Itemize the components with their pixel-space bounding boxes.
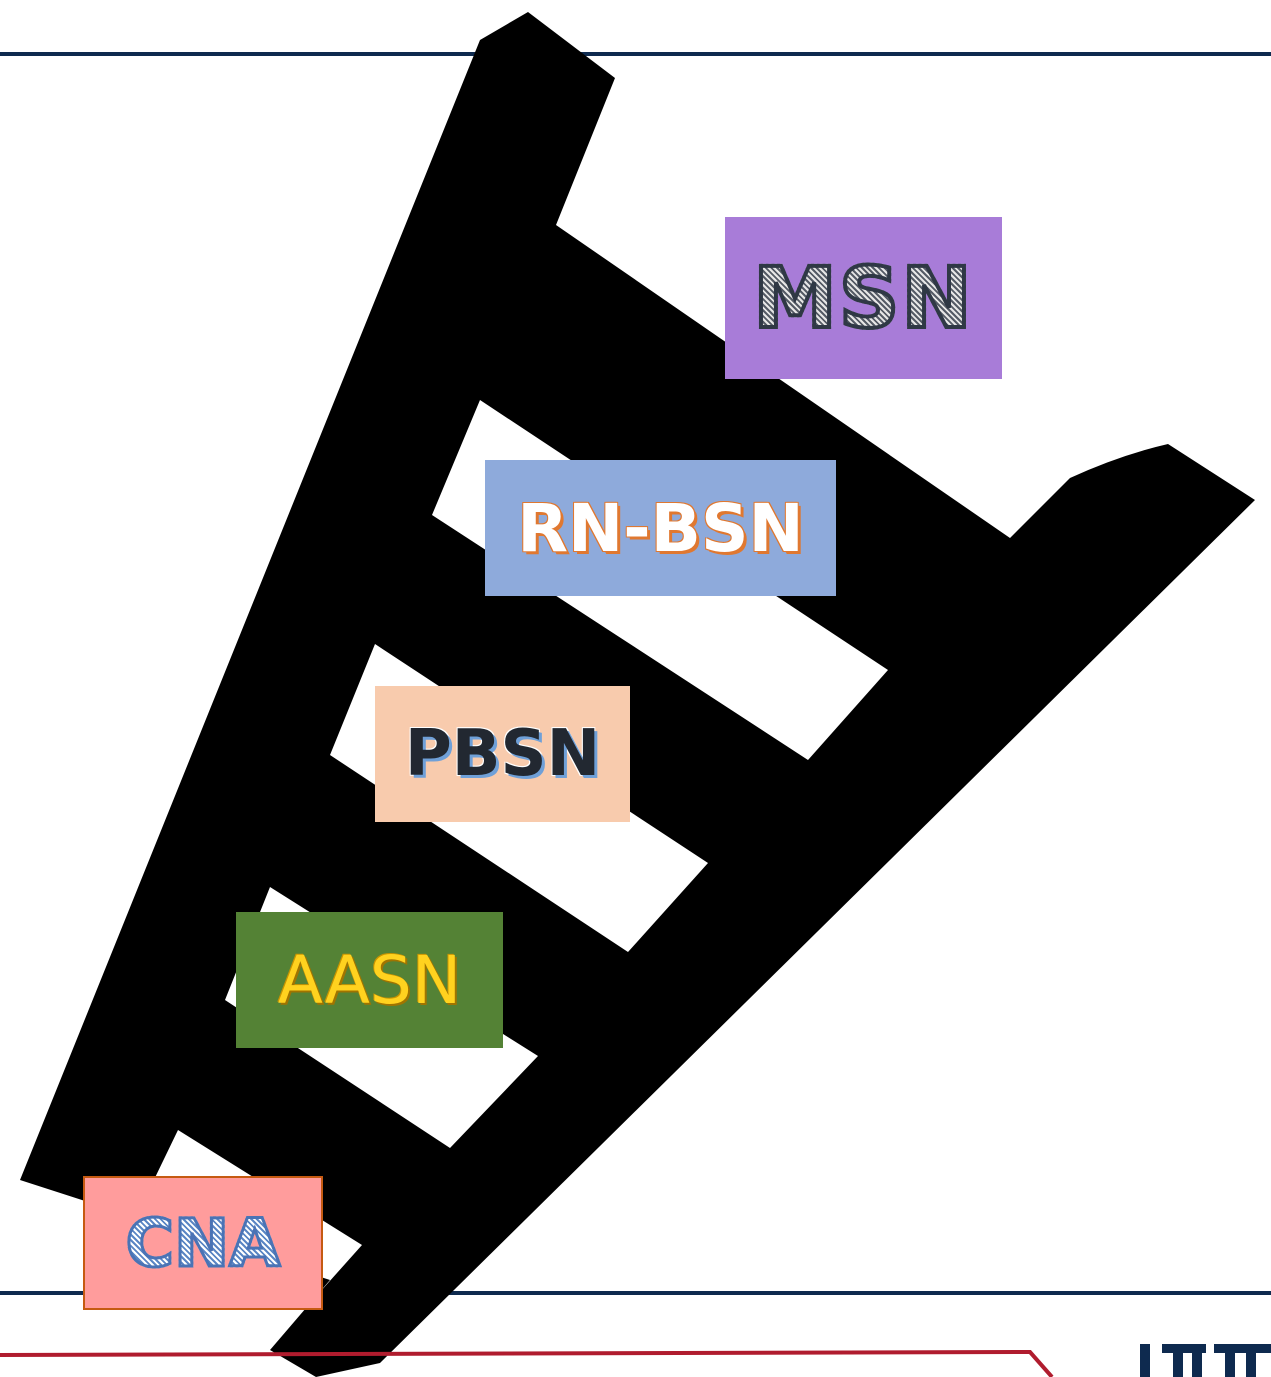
rung-text-pbsn: PBSN [404, 717, 601, 791]
footer-rule-line [0, 1349, 1054, 1377]
logo-glyph [1140, 1344, 1271, 1377]
top-divider [0, 52, 1271, 56]
logo-shapes [1140, 1344, 1271, 1377]
rung-label-pbsn: PBSN [375, 686, 630, 822]
ladder-icon [20, 12, 1255, 1377]
rung-label-cna: CNA [83, 1176, 323, 1310]
rung-text-rn-bsn: RN-BSN [517, 489, 804, 567]
bottom-divider [0, 1291, 1271, 1295]
footer-accent-rule [0, 1349, 1054, 1377]
rung-text-aasn: AASN [277, 941, 462, 1019]
rung-label-rn-bsn: RN-BSN [485, 460, 836, 596]
university-logo-icon [1140, 1340, 1271, 1377]
rung-text-cna: CNA [124, 1203, 282, 1283]
rung-label-msn: MSN [725, 217, 1002, 379]
rung-text-msn: MSN [751, 247, 974, 349]
rung-label-aasn: AASN [236, 912, 503, 1048]
